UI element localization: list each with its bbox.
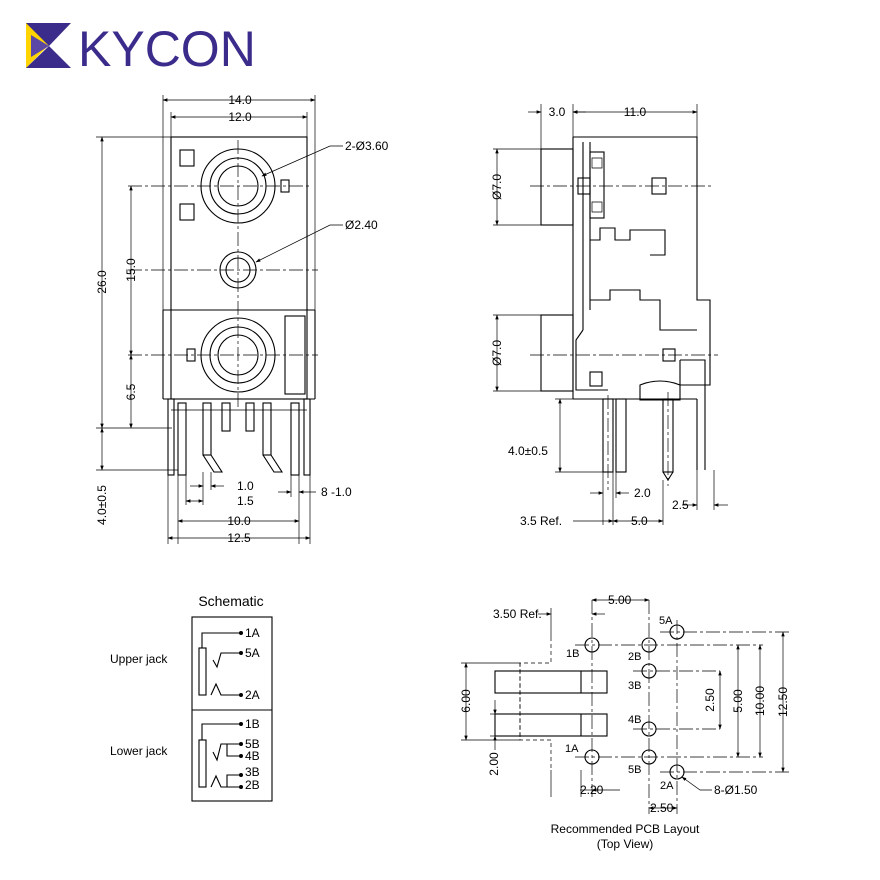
pcb-subcaption: (Top View) <box>597 837 653 851</box>
schematic: Schematic Upper jack Lower jack 1A 5A 2A… <box>110 593 273 802</box>
pcb-dim-6: 6.00 <box>459 689 473 713</box>
side-view: 3.0 11.0 Ø7.0 Ø7.0 4.0±0.5 2.0 2.5 3.5 R… <box>490 104 728 528</box>
pcb-hole-callout: 8-Ø1.50 <box>714 783 758 797</box>
pcb-pin-3b: 3B <box>628 680 641 692</box>
pin-3b: 3B <box>245 765 260 779</box>
dim-dia-upper: Ø7.0 <box>490 174 504 200</box>
pcb-pin-1b: 1B <box>566 648 579 660</box>
dim-pins: 8 -1.0 <box>321 485 352 499</box>
dim-15: 15.0 <box>124 258 138 282</box>
dim-1-5: 1.5 <box>237 494 254 508</box>
pin-1b: 1B <box>245 717 260 731</box>
pcb-pin-1a: 1A <box>565 743 579 755</box>
pcb-dim-10-v: 10.00 <box>753 686 767 716</box>
dim-5-0: 5.0 <box>631 514 648 528</box>
dim-26: 26.0 <box>95 270 109 294</box>
pcb-pin-2b: 2B <box>628 651 641 663</box>
callout-jack-dia: 2-Ø3.60 <box>345 139 389 153</box>
pin-1a: 1A <box>245 626 260 640</box>
pcb-pin-4b: 4B <box>628 714 641 726</box>
dim-12: 12.0 <box>228 110 252 124</box>
dim-12-5: 12.5 <box>227 531 251 545</box>
pcb-dim-2-5-h: 2.50 <box>650 801 674 815</box>
front-view: 14.0 12.0 26.0 15.0 6.5 4.0±0.5 1.0 1.5 … <box>95 93 389 545</box>
pin-2b: 2B <box>245 778 260 792</box>
dim-6-5: 6.5 <box>124 383 138 400</box>
kycon-logo: KYCON <box>26 21 256 77</box>
callout-pin-dia: Ø2.40 <box>345 218 378 232</box>
dim-dia-lower: Ø7.0 <box>490 340 504 366</box>
dim-2-0: 2.0 <box>634 486 651 500</box>
schematic-title: Schematic <box>198 593 263 609</box>
upper-jack-label: Upper jack <box>110 652 168 666</box>
lower-jack-label: Lower jack <box>110 744 168 758</box>
pin-5a: 5A <box>245 646 260 660</box>
pcb-dim-3-5-ref: 3.50 Ref. <box>493 607 542 621</box>
dim-14: 14.0 <box>228 93 252 107</box>
dim-1-0: 1.0 <box>237 479 254 493</box>
pcb-dim-2-2: 2.20 <box>580 783 604 797</box>
pin-5b: 5B <box>245 737 260 751</box>
pcb-pin-5a: 5A <box>659 615 673 627</box>
pin-2a: 2A <box>245 688 260 702</box>
logo-text: KYCON <box>78 21 256 77</box>
dim-3-5-ref: 3.5 Ref. <box>520 514 562 528</box>
pcb-dim-2: 2.00 <box>487 752 501 776</box>
dim-11-0: 11.0 <box>624 105 647 119</box>
pcb-layout: 5.00 3.50 Ref. 6.00 2.00 2.50 5.00 10.00… <box>459 593 790 851</box>
dim-4-tol: 4.0±0.5 <box>95 485 109 525</box>
pcb-pin-2a: 2A <box>660 780 674 792</box>
pcb-dim-12-5-v: 12.50 <box>776 687 790 717</box>
dim-4-tol-side: 4.0±0.5 <box>508 444 548 458</box>
pcb-dim-5-top: 5.00 <box>608 593 632 607</box>
dim-2-5: 2.5 <box>672 498 689 512</box>
pcb-caption: Recommended PCB Layout <box>551 822 700 836</box>
pin-4b: 4B <box>245 749 260 763</box>
dim-3-0: 3.0 <box>549 105 566 119</box>
dim-10: 10.0 <box>227 514 251 528</box>
pcb-dim-5-v: 5.00 <box>731 689 745 713</box>
pcb-pin-5b: 5B <box>628 764 641 776</box>
pcb-dim-2-5-v: 2.50 <box>703 688 717 712</box>
